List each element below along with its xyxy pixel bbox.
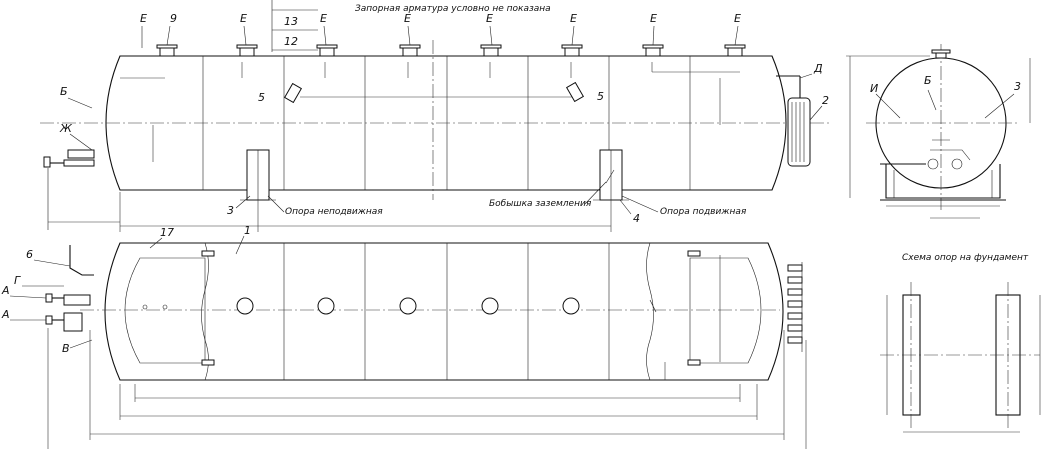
scheme-title: Схема опор на фундамент	[902, 253, 1029, 263]
heating-coil: Д 2	[776, 62, 829, 167]
plan-view: 6 Г А А В 17 1	[1, 224, 807, 449]
left-end-fittings: Б Ж	[43, 85, 95, 230]
vessel-body-front	[105, 55, 787, 191]
top-note: Запорная арматура условно не показана	[355, 4, 551, 14]
position-3: 3	[227, 204, 234, 217]
nozzle-label-e: Е	[404, 12, 411, 25]
nozzle-label-d: Д	[813, 62, 823, 75]
position-12: 12	[284, 35, 298, 48]
nozzle-label-v: В	[62, 342, 70, 355]
position-4: 4	[633, 212, 640, 225]
position-13: 13	[284, 15, 298, 28]
nozzle-e-labels: Е 9 Е Е Е Е Е Е Е	[140, 12, 741, 48]
position-table: 13 12	[271, 0, 318, 52]
position-6: 6	[26, 248, 33, 261]
nozzle-label-a: А	[1, 308, 10, 321]
nozzle-label-e: Е	[486, 12, 493, 25]
supports-scheme: Схема опор на фундамент	[880, 253, 1041, 433]
grounding-boss-label: Бобышка заземления	[489, 199, 592, 209]
nozzle-label-g: Г	[14, 274, 21, 287]
nozzle-label-b: Б	[60, 85, 68, 98]
position-9: 9	[170, 12, 177, 25]
front-dims	[48, 192, 612, 232]
position-2: 2	[822, 94, 829, 107]
position-17: 17	[160, 226, 174, 239]
plan-dims	[47, 328, 807, 449]
nozzle-label-e: Е	[650, 12, 657, 25]
side-view: И Б 3	[846, 44, 1031, 219]
nozzle-label-e: Е	[140, 12, 147, 25]
position-3: 3	[1014, 80, 1021, 93]
front-view: Е 9 Е Е Е Е Е Е Е	[40, 12, 830, 232]
movable-support	[593, 149, 629, 201]
position-5: 5	[258, 91, 265, 104]
plan-nozzles	[142, 297, 657, 315]
position-1: 1	[244, 224, 251, 237]
movable-support-label: Опора подвижная	[660, 207, 747, 217]
nozzle-label-zh: Ж	[59, 122, 73, 135]
plan-coil-pipes	[787, 262, 803, 352]
top-nozzles	[156, 44, 746, 57]
nozzle-label-i: И	[870, 82, 878, 95]
nozzle-label-b: Б	[924, 74, 932, 87]
nozzle-label-e: Е	[240, 12, 247, 25]
nozzle-dims	[120, 62, 740, 162]
nozzle-label-a: А	[1, 284, 10, 297]
nozzle-label-e: Е	[320, 12, 327, 25]
position-5: 5	[597, 90, 604, 103]
plan-left-fittings: 6 Г А А В	[1, 245, 94, 355]
sight-glass: 5 5	[258, 81, 604, 104]
nozzle-label-e: Е	[734, 12, 741, 25]
fixed-support	[240, 149, 276, 201]
vessel-body-plan	[104, 242, 784, 381]
fixed-support-label: Опора неподвижная	[285, 207, 383, 217]
front-callouts: 3 Опора неподвижная Бобышка заземления 4…	[227, 181, 747, 225]
nozzle-label-e: Е	[570, 12, 577, 25]
